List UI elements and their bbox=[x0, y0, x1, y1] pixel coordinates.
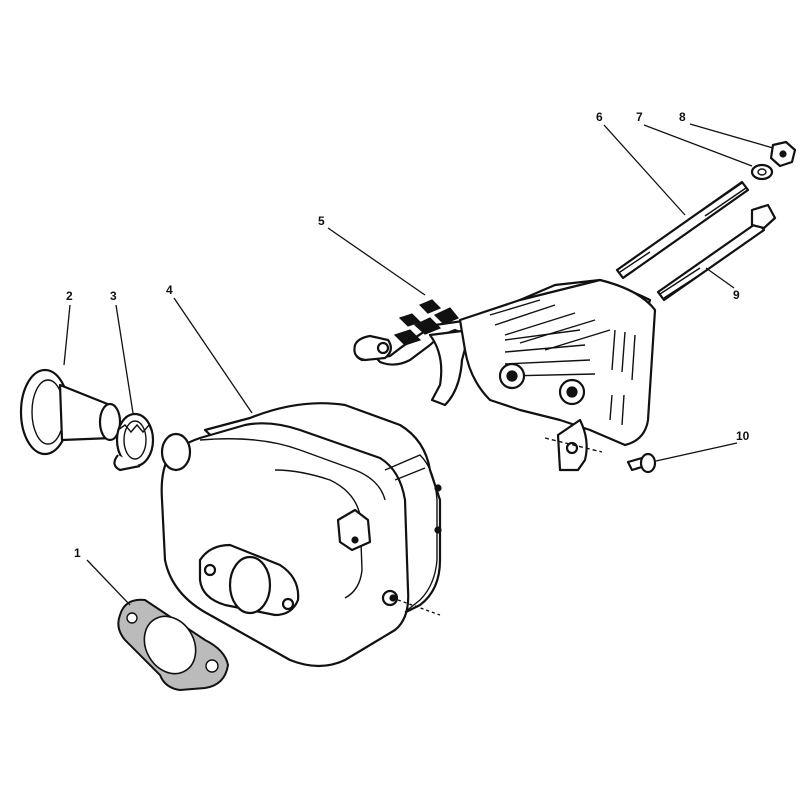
callout-9: 9 bbox=[733, 288, 740, 302]
callout-5: 5 bbox=[318, 214, 325, 228]
tailpipe-cap bbox=[19, 368, 122, 456]
callout-7: 7 bbox=[636, 110, 643, 124]
hose-clamp bbox=[113, 412, 155, 472]
heat-shield bbox=[353, 278, 657, 472]
washer bbox=[750, 163, 774, 181]
callout-10: 10 bbox=[736, 429, 750, 443]
callout-8: 8 bbox=[679, 110, 686, 124]
gasket bbox=[117, 598, 230, 692]
callout-4: 4 bbox=[166, 283, 173, 297]
assembly-line bbox=[397, 599, 441, 616]
leader-lines bbox=[63, 123, 774, 606]
long-bolt bbox=[656, 203, 777, 302]
screw bbox=[626, 452, 657, 474]
callout-1: 1 bbox=[74, 546, 81, 560]
long-stud bbox=[615, 180, 750, 280]
callout-3: 3 bbox=[110, 289, 117, 303]
hex-nut bbox=[769, 140, 797, 168]
callout-labels: 1 2 3 4 5 6 7 8 9 10 bbox=[66, 110, 750, 560]
muffler-body bbox=[160, 402, 442, 668]
callout-6: 6 bbox=[596, 110, 603, 124]
callout-2: 2 bbox=[66, 289, 73, 303]
